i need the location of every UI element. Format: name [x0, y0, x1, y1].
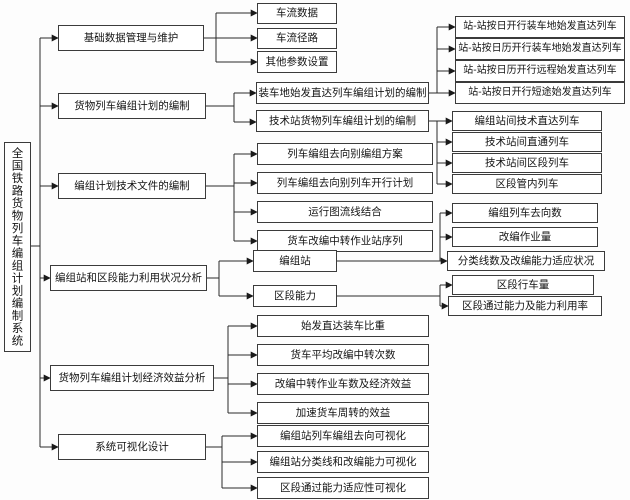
node-other-params: 其他参数设置: [257, 51, 337, 73]
node-turnover-benefit: 加速货车周转的效益: [257, 402, 429, 424]
node-direction-operation-plan: 列车编组去向别列车开行计划: [257, 172, 433, 194]
node-section-local: 区段管内列车: [452, 174, 602, 194]
node-resorting-car-benefit: 改编中转作业车数及经济效益: [257, 373, 429, 395]
node-section-capacity-visual: 区段通过能力适应性可视化: [257, 477, 429, 499]
node-system-visualization: 系统可视化设计: [58, 434, 206, 460]
node-calendar-longhaul-direct: 站-站按日历开行远程始发直达列车: [455, 60, 625, 82]
node-economic-benefit-analysis: 货物列车编组计划经济效益分析: [50, 365, 214, 391]
node-yard-section-capacity-analysis: 编组站和区段能力利用状况分析: [50, 265, 207, 291]
node-classification-adaptation: 分类线数及改编能力适应状况: [447, 251, 605, 271]
node-yard-technical-direct: 编组站间技术直达列车: [452, 111, 602, 131]
node-station-through: 技术站间直通列车: [452, 132, 602, 152]
node-direct-loading-ratio: 始发直达装车比重: [257, 315, 429, 337]
node-section-traffic-volume: 区段行车量: [452, 275, 594, 295]
node-marshalling-yard: 编组站: [253, 250, 337, 272]
node-resorting-workload: 改编作业量: [452, 227, 598, 247]
node-station-section: 技术站间区段列车: [452, 153, 602, 173]
node-loading-area-direct-plan: 装车地始发直达列车编组计划的编制: [256, 82, 429, 104]
node-avg-resorting-times: 货车平均改编中转次数: [257, 344, 429, 366]
node-section-capacity: 区段能力: [253, 285, 337, 307]
node-plan-technical-documents: 编组计划技术文件的编制: [58, 173, 206, 199]
node-yard-direction-visual: 编组站列车编组去向可视化: [257, 425, 429, 447]
node-daily-loading-direct: 站-站按日开行装车地始发直达列车: [455, 16, 625, 38]
node-wagon-resorting-sequence: 货车改编中转作业站序列: [257, 230, 433, 252]
node-calendar-loading-direct: 站-站按日历开行装车地始发直达列车: [455, 38, 625, 60]
node-technical-station-plan: 技术站货物列车编组计划的编制: [256, 110, 429, 132]
node-car-flow-data: 车流数据: [257, 3, 337, 24]
node-formation-direction-count: 编组列车去向数: [452, 203, 598, 223]
node-daily-shorthaul-direct: 站-站按日开行短途始发直达列车: [455, 82, 625, 104]
node-section-capacity-utilization: 区段通过能力及能力利用率: [448, 296, 602, 316]
node-car-flow-route: 车流径路: [257, 28, 337, 49]
node-root: 全国铁路货物列车编组计划编制系统: [4, 142, 31, 352]
node-yard-classification-visual: 编组站分类线和改编能力可视化: [257, 451, 429, 473]
node-freight-train-plan-compilation: 货物列车编组计划的编制: [58, 93, 206, 119]
node-basic-data-maintenance: 基础数据管理与维护: [58, 25, 204, 51]
node-diagram-flowline: 运行图流线结合: [257, 201, 433, 223]
node-formation-direction-scheme: 列车编组去向别编组方案: [257, 143, 433, 165]
